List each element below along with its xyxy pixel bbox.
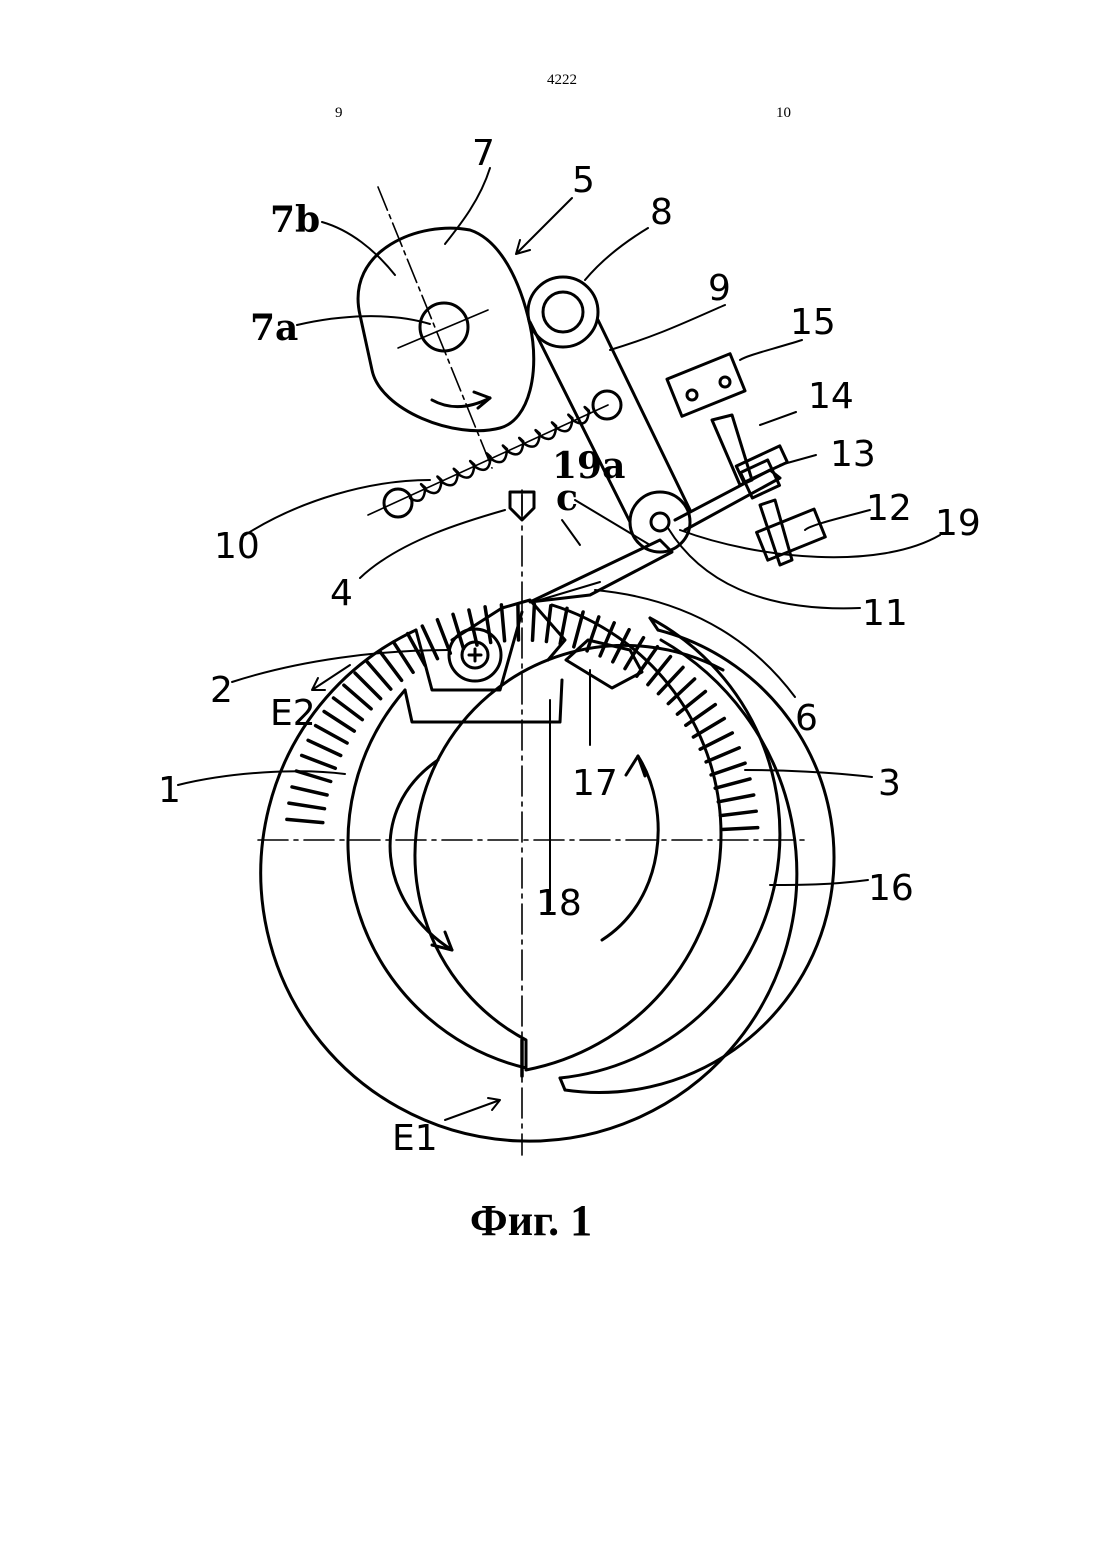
label-10: 10 — [214, 526, 260, 567]
reference-labels: 7 5 7b 8 9 7a 15 14 13 19a c 12 19 10 4 … — [158, 133, 981, 1159]
label-9: 9 — [708, 268, 731, 309]
label-1: 1 — [158, 770, 181, 811]
label-14: 14 — [808, 376, 854, 417]
nozzle-4 — [510, 492, 534, 520]
label-4: 4 — [330, 573, 353, 614]
cutter-ring-3 — [526, 605, 721, 1070]
label-2: 2 — [210, 670, 233, 711]
label-c: c — [556, 477, 578, 519]
label-13: 13 — [830, 434, 876, 475]
label-3: 3 — [878, 763, 901, 804]
label-7b: 7b — [270, 199, 320, 241]
label-18: 18 — [536, 883, 582, 924]
label-7: 7 — [472, 133, 495, 174]
label-E2: E2 — [270, 693, 316, 734]
label-7a: 7a — [250, 307, 298, 349]
label-5: 5 — [572, 160, 595, 201]
label-8: 8 — [650, 192, 673, 233]
label-19: 19 — [935, 503, 981, 544]
figure-caption: Фиг. 1 — [0, 1195, 1062, 1246]
label-15: 15 — [790, 302, 836, 343]
label-16: 16 — [868, 868, 914, 909]
label-12: 12 — [866, 488, 912, 529]
label-E1: E1 — [392, 1118, 438, 1159]
rotation-arrow-left — [390, 760, 452, 950]
label-17: 17 — [572, 763, 618, 804]
guide-part-16 — [560, 618, 834, 1092]
lever-9 — [528, 277, 690, 552]
label-6: 6 — [795, 698, 818, 739]
label-11: 11 — [862, 593, 908, 634]
cam-7 — [358, 187, 534, 468]
